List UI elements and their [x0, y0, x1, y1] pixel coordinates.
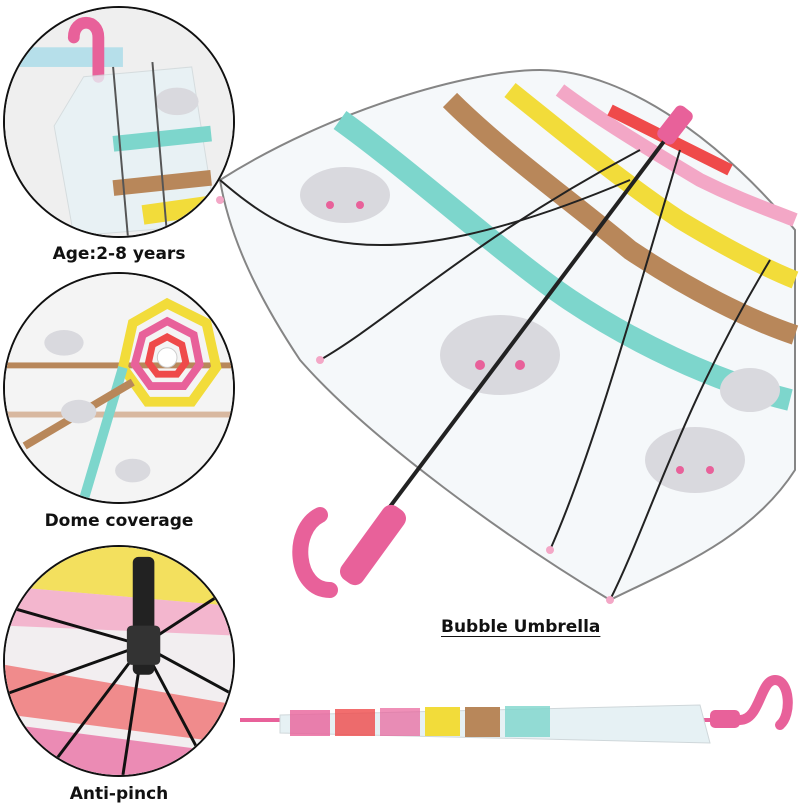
- feature-circle-anti-pinch: [3, 545, 235, 777]
- dome-inside-view: [5, 274, 233, 502]
- caption-anti-pinch: Anti-pinch: [69, 784, 169, 804]
- closed-umbrella: [240, 674, 793, 744]
- folded-umbrella-closeup: [5, 8, 233, 236]
- feature-circle-dome: [3, 272, 235, 504]
- bubble-umbrella-label: Bubble Umbrella: [441, 617, 601, 637]
- frame-closeup: [5, 547, 233, 775]
- caption-age: Age:2-8 years: [52, 244, 186, 264]
- feature-circle-age: [3, 6, 235, 238]
- bubble-umbrella-open: [216, 68, 799, 604]
- caption-dome: Dome coverage: [44, 511, 194, 531]
